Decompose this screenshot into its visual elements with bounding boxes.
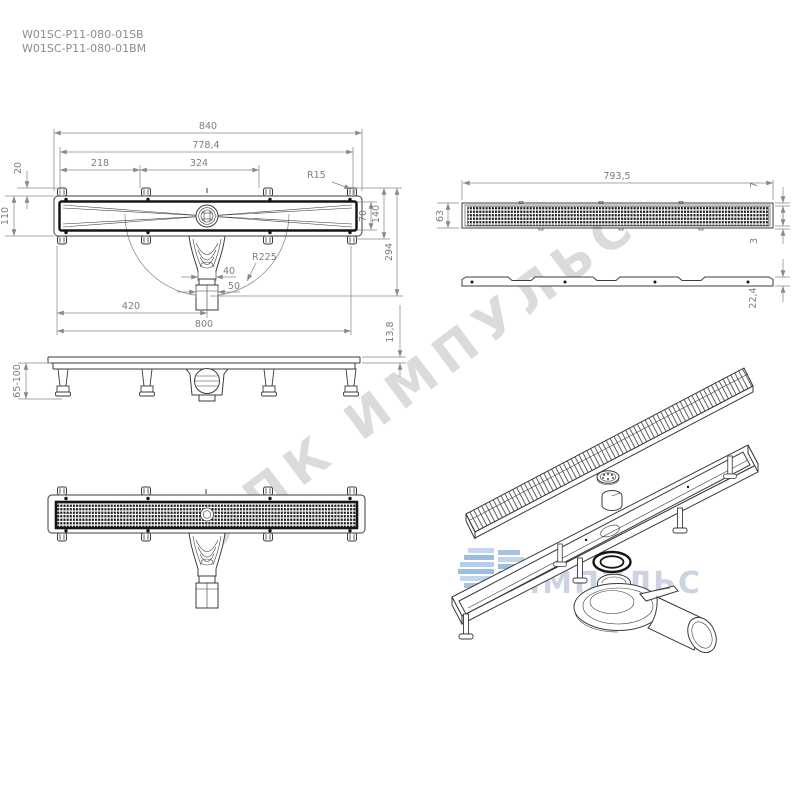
fixing-clips-assembled: [57, 486, 357, 542]
grate-extension-lines: [437, 180, 790, 287]
dim-7: 7: [749, 182, 760, 188]
dim-22-4: 22,4: [748, 287, 759, 308]
dim-294: 294: [384, 243, 395, 261]
dim-218: 218: [91, 158, 109, 169]
fixing-clips-top-view: [57, 187, 357, 245]
dimension-lines: [11, 130, 400, 334]
dim-3: 3: [749, 238, 760, 244]
dim-140: 140: [371, 205, 382, 223]
dim-110: 110: [0, 207, 11, 225]
dim-20: 20: [13, 162, 24, 174]
assembled-top-view: [47, 486, 366, 609]
product-code-1: W01SC-P11-080-01SB: [22, 28, 144, 41]
drain-outlet-top: [195, 204, 219, 228]
dim-840: 840: [199, 121, 217, 132]
assembled-drain-mark: [200, 507, 214, 522]
product-code-2: W01SC-P11-080-01BM: [22, 42, 147, 55]
iso-grate: [465, 367, 754, 540]
dim-13-8: 13,8: [385, 321, 396, 342]
exploded-isometric-view: [451, 367, 759, 654]
iso-strainer: [596, 470, 620, 485]
grate-tabs: [518, 201, 704, 231]
dim-800: 800: [195, 319, 213, 330]
channel-outer-flange: [53, 195, 363, 237]
dim-70: 70: [358, 210, 369, 222]
dim-63: 63: [435, 210, 446, 222]
dim-324: 324: [190, 158, 208, 169]
channel-top-view: 840 778,4 218 324 R15 20 110 70 140 294 …: [0, 121, 403, 335]
iso-siphon-body: [573, 583, 717, 654]
extension-lines: [5, 129, 403, 335]
grate-perforation: [467, 206, 769, 226]
grate-inner-edge: [464, 204, 771, 227]
iso-gasket-ring: [592, 550, 632, 574]
assembled-siphon: [188, 532, 226, 609]
dim-50: 50: [228, 281, 240, 292]
dim-778-4: 778,4: [192, 140, 219, 151]
dim-r225: R225: [252, 252, 277, 263]
dim-40: 40: [223, 266, 235, 277]
side-view-extension-lines: [18, 356, 406, 400]
dim-793-5: 793,5: [603, 171, 630, 182]
side-view-drain-housing: [184, 368, 230, 402]
dim-420: 420: [122, 301, 140, 312]
top-view-siphon: [188, 235, 226, 311]
grate-top-view: 793,5 63 7 3 22,4: [435, 171, 790, 309]
channel-opening: [58, 200, 358, 232]
iso-drain-cup: [601, 490, 623, 512]
channel-side-view: 65-100 13,8: [12, 305, 406, 402]
dim-r15: R15: [307, 170, 326, 181]
dim-65-100: 65-100: [12, 364, 23, 398]
grate-dimension-lines: [445, 180, 786, 302]
grate-outline: [461, 202, 774, 229]
side-view-dimension-lines: [23, 305, 403, 399]
product-codes: W01SC-P11-080-01SB W01SC-P11-080-01BM: [22, 28, 146, 56]
grate-side-profile: [461, 276, 774, 287]
iso-channel-tray: [451, 444, 759, 625]
